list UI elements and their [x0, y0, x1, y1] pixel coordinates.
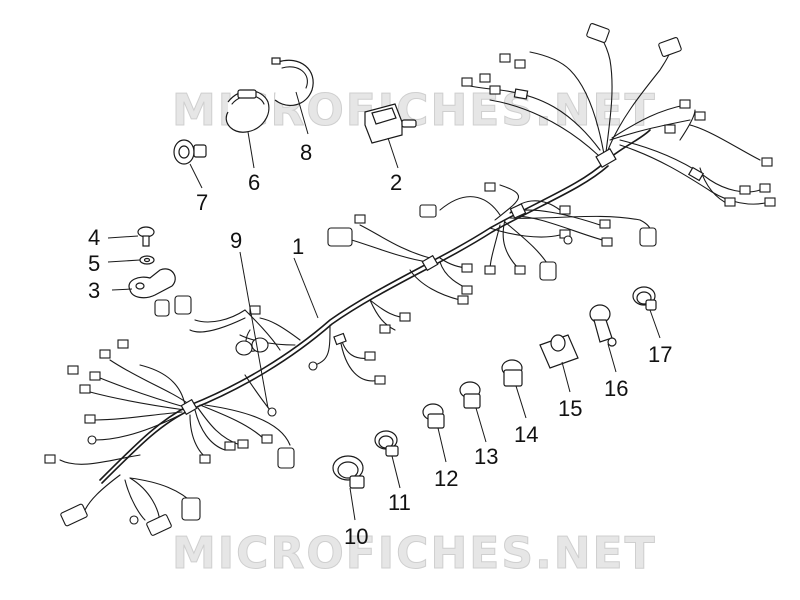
- part-7-connector: [173, 139, 207, 165]
- part-13-clip: [459, 381, 481, 409]
- callout-6: 6: [248, 170, 260, 195]
- leader-lines: [107, 91, 661, 521]
- part-4-screw: [137, 226, 155, 247]
- part-14-clip: [501, 359, 523, 387]
- callout-12: 12: [434, 466, 458, 491]
- callout-7: 7: [196, 190, 208, 215]
- callout-3: 3: [88, 278, 100, 303]
- part-11-clip: [374, 430, 399, 457]
- callout-1: 1: [292, 234, 304, 259]
- callout-9: 9: [230, 228, 242, 253]
- callout-16: 16: [604, 376, 628, 401]
- callout-15: 15: [558, 396, 582, 421]
- part-15-grommet: [539, 334, 579, 369]
- part-3-clamp: [128, 268, 176, 299]
- part-8-cable-tie: [271, 57, 314, 107]
- callout-17: 17: [648, 342, 672, 367]
- callout-2: 2: [390, 170, 402, 195]
- watermark-bottom: MICROFICHES.NET: [172, 528, 657, 579]
- main-wiring-harness: [44, 23, 776, 536]
- callout-labels: 1 2 3 4 5 6 7 8 9 10 11 12 13 14 15 16 1…: [88, 140, 672, 549]
- part-6-band-clamp: [225, 89, 270, 133]
- callout-10: 10: [344, 524, 368, 549]
- callout-14: 14: [514, 422, 538, 447]
- part-17-clip: [632, 286, 657, 311]
- callout-5: 5: [88, 251, 100, 276]
- callout-4: 4: [88, 225, 100, 250]
- part-10-clip: [332, 455, 365, 489]
- callout-8: 8: [300, 140, 312, 165]
- part-2-switch: [364, 103, 417, 144]
- part-16-clip: [589, 304, 617, 347]
- part-12-clip: [422, 403, 445, 429]
- part-5-washer: [139, 255, 155, 265]
- callout-13: 13: [474, 444, 498, 469]
- callout-11: 11: [388, 490, 411, 515]
